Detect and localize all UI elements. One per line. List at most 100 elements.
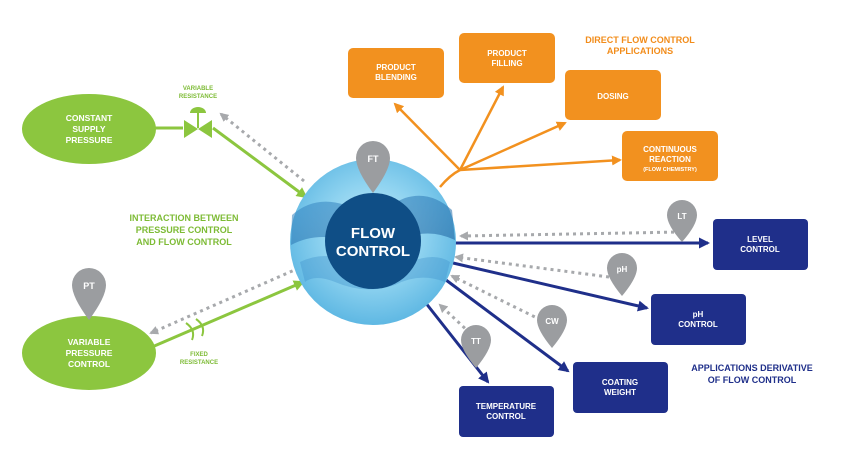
variable-resistance-valve: VARIABLE RESISTANCE — [179, 86, 217, 138]
ft-sensor-label: FT — [368, 154, 379, 164]
variable-pressure-control: VARIABLE PRESSURE CONTROL — [22, 316, 156, 390]
flow-control-title-line2: CONTROL — [336, 243, 410, 260]
variable-pressure-line3: CONTROL — [68, 359, 110, 369]
arrow-to-product-blending — [393, 102, 461, 171]
ph-sensor: pH — [607, 253, 637, 296]
valve-to-flow-arrow — [212, 126, 308, 199]
ph-control-rect — [651, 294, 746, 345]
temperature-control-box: TEMPERATURE CONTROL — [459, 386, 554, 437]
continuous-reaction-box: CONTINUOUS REACTION (FLOW CHEMISTRY) — [622, 131, 718, 181]
level-control-rect — [713, 219, 808, 270]
pt-sensor: PT — [72, 268, 106, 320]
fixed-resistance-label-line1: FIXED — [190, 352, 208, 358]
arrow-to-dosing — [459, 121, 567, 172]
navy-arrows — [423, 237, 710, 384]
interaction-line2: PRESSURE CONTROL — [136, 225, 233, 235]
ph-control-line1: pH — [693, 310, 704, 319]
lt-sensor-label: LT — [677, 212, 686, 221]
flow-control-title-line1: FLOW — [351, 225, 396, 242]
temperature-control-line1: TEMPERATURE — [476, 402, 537, 411]
tt-sensor-label: TT — [471, 337, 481, 346]
product-blending-box: PRODUCT BLENDING — [348, 48, 444, 98]
continuous-reaction-line2: REACTION — [649, 155, 691, 164]
tt-sensor: TT — [460, 324, 492, 368]
product-blending-rect — [348, 48, 444, 98]
arrow-to-continuous-reaction — [459, 155, 622, 172]
green-arrows — [151, 126, 308, 349]
feedback-from-cw — [450, 274, 542, 322]
product-filling-box: PRODUCT FILLING — [459, 33, 555, 83]
interaction-text: INTERACTION BETWEEN PRESSURE CONTROL AND… — [130, 213, 239, 247]
variable-resistance-label-line1: VARIABLE — [183, 86, 213, 92]
feedback-to-valve — [219, 112, 305, 183]
ph-sensor-label: pH — [617, 265, 628, 274]
direct-flow-heading: DIRECT FLOW CONTROL APPLICATIONS — [585, 35, 695, 56]
product-filling-rect — [459, 33, 555, 83]
constant-supply-ellipse — [22, 94, 156, 164]
product-filling-line2: FILLING — [491, 59, 522, 68]
direct-flow-heading-line2: APPLICATIONS — [607, 46, 673, 56]
pt-sensor-label: PT — [83, 281, 95, 291]
fixed-resistance-icon — [185, 318, 205, 341]
variable-pressure-ellipse — [22, 316, 156, 390]
dosing-line1: DOSING — [597, 92, 629, 101]
coating-weight-line1: COATING — [602, 378, 638, 387]
cw-sensor-marker-icon — [537, 305, 567, 348]
ft-sensor-marker-icon — [356, 141, 390, 193]
dosing-box: DOSING — [565, 70, 661, 120]
feedback-to-variable-pressure — [149, 266, 300, 335]
variable-resistance-label-line2: RESISTANCE — [179, 94, 217, 100]
lt-sensor-marker-icon — [667, 200, 697, 242]
variable-pressure-line2: PRESSURE — [66, 348, 113, 358]
direct-flow-heading-line1: DIRECT FLOW CONTROL — [585, 35, 695, 45]
fixed-resistance-label-line2: RESISTANCE — [180, 360, 218, 366]
ph-sensor-marker-icon — [607, 253, 637, 296]
variable-to-flow-arrow — [151, 280, 305, 349]
continuous-reaction-rect — [622, 131, 718, 181]
temperature-control-rect — [459, 386, 554, 437]
coating-weight-box: COATING WEIGHT — [573, 362, 668, 413]
flow-control-inner-circle — [325, 193, 421, 289]
continuous-reaction-line1: CONTINUOUS — [643, 145, 697, 154]
temperature-control-line2: CONTROL — [486, 412, 526, 421]
constant-supply-pressure: CONSTANT SUPPLY PRESSURE — [22, 94, 156, 164]
interaction-line1: INTERACTION BETWEEN — [130, 213, 239, 223]
feedback-from-lt — [459, 230, 682, 241]
fixed-resistance: FIXED RESISTANCE — [180, 318, 218, 366]
valve-icon — [184, 107, 212, 138]
level-control-line2: CONTROL — [740, 245, 780, 254]
variable-pressure-line1: VARIABLE — [68, 337, 111, 347]
arrow-to-product-filling — [458, 85, 505, 171]
continuous-reaction-line3: (FLOW CHEMISTRY) — [643, 167, 697, 173]
derivative-heading: APPLICATIONS DERIVATIVE OF FLOW CONTROL — [691, 363, 813, 385]
constant-supply-line1: CONSTANT — [66, 113, 113, 123]
interaction-line3: AND FLOW CONTROL — [136, 237, 232, 247]
product-blending-line1: PRODUCT — [376, 63, 416, 72]
level-control-line1: LEVEL — [747, 235, 773, 244]
arrow-to-temperature-control — [423, 301, 490, 384]
constant-supply-line2: SUPPLY — [72, 124, 106, 134]
dosing-rect — [565, 70, 661, 120]
gray-feedback-arrows — [149, 112, 682, 335]
ph-control-line2: CONTROL — [678, 320, 718, 329]
derivative-heading-line1: APPLICATIONS DERIVATIVE — [691, 363, 813, 373]
ft-sensor: FT — [356, 141, 390, 193]
cw-sensor-label: CW — [545, 317, 559, 326]
arrow-to-ph-control — [452, 261, 649, 312]
flow-control-center: FLOW CONTROL — [290, 159, 456, 325]
ph-control-box: pH CONTROL — [651, 294, 746, 345]
tt-sensor-marker-icon — [460, 324, 492, 368]
coating-weight-line2: WEIGHT — [604, 388, 636, 397]
cw-sensor: CW — [537, 305, 567, 348]
orange-arrows — [393, 85, 622, 188]
level-control-box: LEVEL CONTROL — [713, 219, 808, 270]
derivative-heading-line2: OF FLOW CONTROL — [708, 375, 797, 385]
lt-sensor: LT — [667, 200, 697, 242]
product-filling-line1: PRODUCT — [487, 49, 527, 58]
coating-weight-rect — [573, 362, 668, 413]
arrow-to-coating-weight — [445, 278, 570, 373]
feedback-from-ph — [454, 253, 610, 279]
pt-sensor-marker-icon — [72, 268, 106, 320]
